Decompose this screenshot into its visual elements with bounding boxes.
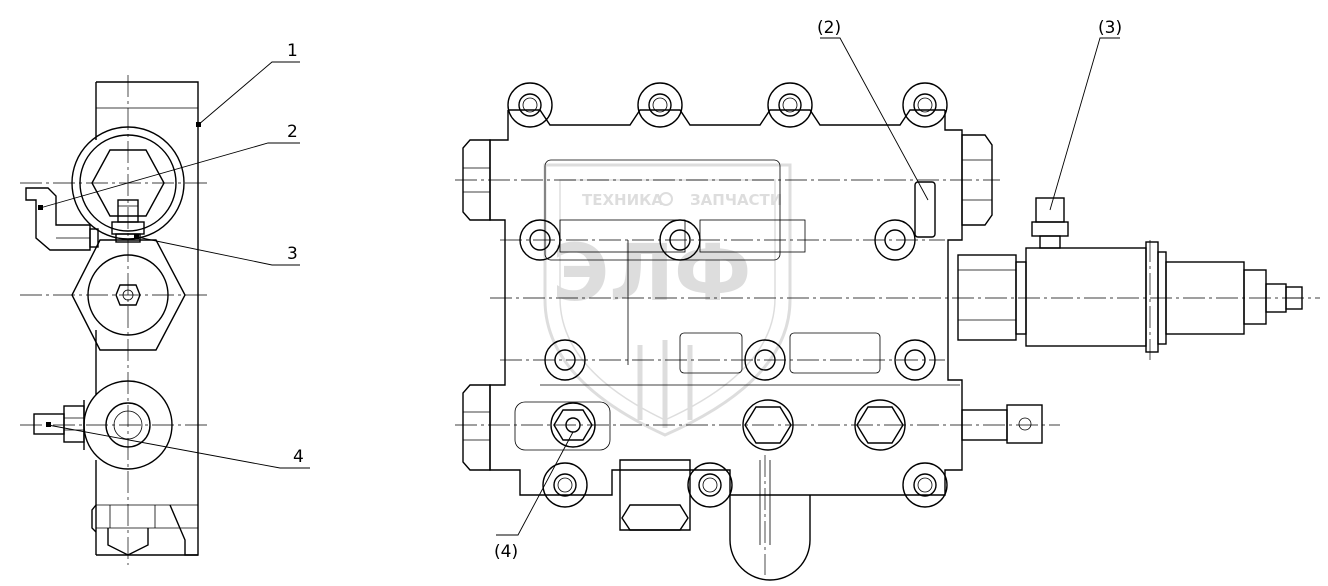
callout-3: 3	[287, 244, 298, 264]
watermark-text-zapchasti: ЗАПЧАСТИ	[690, 191, 782, 209]
watermark-text-tehnika: ТЕХНИКА	[582, 191, 663, 209]
gear-icon	[659, 192, 673, 206]
callout-2-front: (2)	[817, 18, 841, 38]
bolt-row-bottom	[542, 462, 948, 508]
callout-1: 1	[287, 41, 298, 61]
front-view: (2) (3) (4)	[455, 18, 1320, 581]
bolt-row-middle	[519, 219, 936, 381]
callout-4: 4	[293, 447, 304, 467]
watermark-monogram: ЭЛФ	[552, 229, 751, 319]
watermark-shield: ТЕХНИКА ЗАПЧАСТИ ЭЛФ	[543, 163, 792, 437]
solenoid-valve	[957, 197, 1303, 353]
callout-2: 2	[287, 122, 298, 142]
callout-4-front: (4)	[494, 542, 518, 562]
side-view: 1 2 3 4	[20, 41, 310, 565]
hex-bolts	[550, 399, 906, 451]
bolt-row-top	[507, 82, 948, 128]
callout-3-front: (3)	[1098, 18, 1122, 38]
